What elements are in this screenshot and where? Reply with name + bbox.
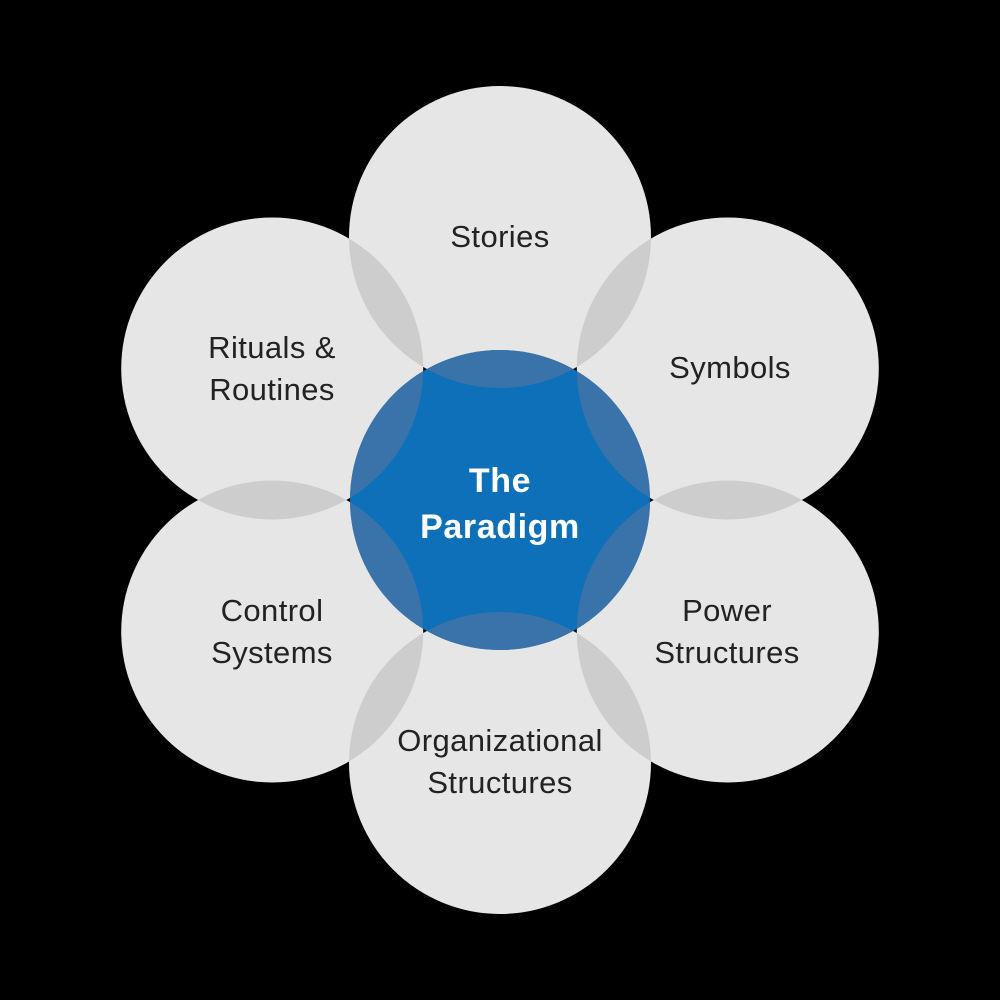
petal-circle-power <box>576 480 879 783</box>
center-circle <box>350 350 650 650</box>
center-label: The Paradigm <box>420 462 580 546</box>
label-organizational-structures: Organizational Structures <box>397 723 603 800</box>
petal-circle-symbols <box>576 217 879 520</box>
petal-circles <box>121 86 879 914</box>
label-symbols: Symbols <box>669 350 791 385</box>
petal-circle-stories <box>349 86 651 388</box>
label-rituals-routines: Rituals & Routines <box>208 330 336 407</box>
petal-circle-organizational <box>349 612 651 914</box>
label-stories: Stories <box>450 219 550 254</box>
label-control-systems: Control Systems <box>211 593 333 670</box>
label-power-structures: Power Structures <box>654 593 800 670</box>
petal-circle-rituals <box>121 217 424 520</box>
petal-circle-control <box>121 480 424 783</box>
